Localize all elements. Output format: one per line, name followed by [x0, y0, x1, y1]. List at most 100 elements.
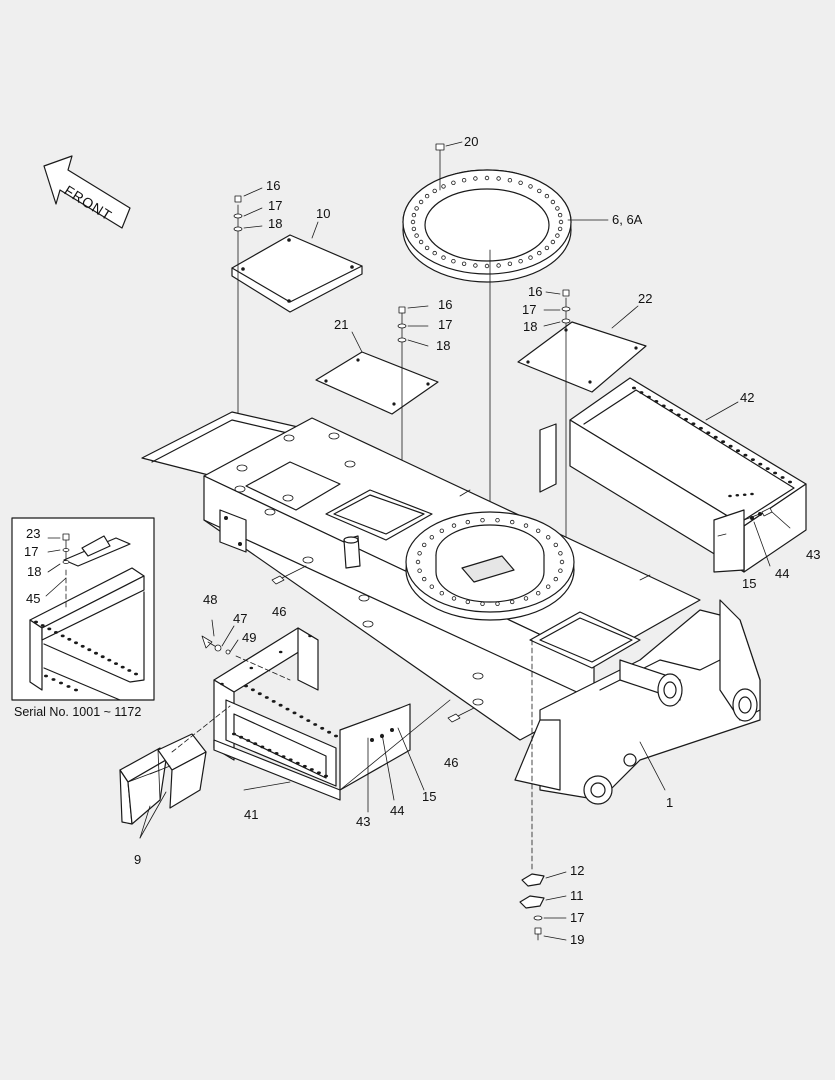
- step-hole: [34, 620, 38, 624]
- callout-46-left: 46: [272, 604, 287, 619]
- step-hole: [327, 730, 332, 734]
- step-hole: [316, 771, 321, 775]
- bolt-hole: [557, 226, 563, 232]
- bolt-hole: [496, 176, 501, 181]
- bolt-hole: [480, 518, 485, 523]
- step-hole: [271, 700, 276, 703]
- step-hole: [267, 748, 272, 752]
- step-hole: [788, 480, 792, 484]
- step-hole: [750, 492, 754, 496]
- step-hole: [107, 658, 112, 662]
- bolt-hole: [550, 199, 556, 205]
- step-hole: [299, 715, 304, 719]
- step-hole: [736, 449, 740, 453]
- step-hole: [87, 648, 92, 652]
- callout-10: 10: [316, 206, 331, 221]
- step-hole: [40, 624, 45, 627]
- bolt-hole: [414, 206, 419, 211]
- callout-41: 41: [244, 807, 259, 822]
- callout-44-right: 44: [775, 566, 790, 581]
- step-hole: [120, 665, 125, 669]
- step-hole: [260, 745, 265, 749]
- step-hole: [67, 637, 72, 641]
- callout-17-right: 17: [522, 302, 537, 317]
- step-hole: [308, 634, 312, 638]
- bolt-hole: [553, 542, 558, 548]
- step-hole: [309, 768, 314, 771]
- bolt-hole: [557, 212, 563, 218]
- step-hole: [735, 494, 740, 497]
- bolt-hole: [546, 535, 551, 540]
- step-hole: [246, 739, 251, 742]
- main-frame-1: [141, 411, 761, 871]
- step-bracket-41: [213, 627, 451, 813]
- step-hole: [295, 761, 300, 765]
- step-hole: [100, 655, 105, 659]
- step-hole: [54, 631, 58, 634]
- callout-18-right: 18: [523, 319, 538, 334]
- step-hole: [80, 644, 85, 648]
- step-hole: [313, 723, 318, 726]
- bolt-hole: [465, 519, 470, 525]
- bolt-hole: [518, 180, 523, 185]
- callout-16-top: 16: [266, 178, 281, 193]
- swing-bearing-ring: [402, 141, 609, 561]
- step-hole: [654, 400, 659, 403]
- callout-18-mid: 18: [436, 338, 451, 353]
- bolt-hole: [424, 193, 430, 199]
- bolt-hole: [546, 584, 551, 589]
- bolt-hole: [495, 601, 500, 606]
- step-hole: [250, 688, 255, 692]
- bolt-hole: [414, 233, 419, 238]
- bolt-hole: [544, 245, 550, 251]
- bolt-hole: [432, 188, 437, 194]
- step-hole: [728, 494, 732, 498]
- step-hole: [292, 711, 297, 715]
- step-hole: [743, 453, 748, 457]
- callout-45-inset: 45: [26, 591, 41, 606]
- callout-9: 9: [134, 852, 142, 867]
- callout-15-left: 15: [422, 789, 437, 804]
- callout-17-inset: 17: [24, 544, 39, 559]
- bolt-hole: [553, 576, 558, 582]
- bolt-hole: [410, 219, 416, 225]
- callout-18-top: 18: [268, 216, 283, 231]
- callout-20: 20: [464, 134, 479, 149]
- step-hole: [721, 440, 726, 444]
- step-hole: [728, 444, 733, 448]
- bolt-hole: [418, 239, 424, 245]
- step-hole: [306, 719, 311, 722]
- bolt-hole: [473, 176, 478, 181]
- bottom-plug-stack: [519, 871, 567, 941]
- bolt-hole: [441, 255, 446, 260]
- step-hole: [253, 742, 258, 746]
- callout-48: 48: [203, 592, 218, 607]
- bolt-hole: [432, 250, 437, 256]
- bolt-hole: [417, 568, 422, 573]
- bolt-hole: [507, 261, 513, 266]
- callout-17-top: 17: [268, 198, 283, 213]
- bolt-hole: [461, 261, 467, 266]
- step-hole: [44, 674, 48, 678]
- step-hole: [232, 732, 236, 736]
- bolt-hole: [555, 206, 560, 211]
- step-hole: [220, 682, 224, 686]
- step-hole: [66, 685, 71, 688]
- step-hole: [278, 650, 283, 654]
- step-hole: [59, 681, 63, 685]
- bolt-hole: [465, 599, 470, 605]
- step-hole: [742, 493, 747, 496]
- callout-16-right: 16: [528, 284, 543, 299]
- callout-17-bottom: 17: [570, 910, 585, 925]
- step-hole: [661, 404, 666, 408]
- step-hole: [60, 634, 65, 638]
- callout-19: 19: [570, 932, 585, 947]
- bolt-hole: [507, 177, 513, 183]
- bolt-hole: [518, 259, 523, 264]
- step-hole: [324, 774, 328, 778]
- callout-22: 22: [638, 291, 653, 306]
- callout-42: 42: [740, 390, 755, 405]
- step-hole: [691, 422, 696, 426]
